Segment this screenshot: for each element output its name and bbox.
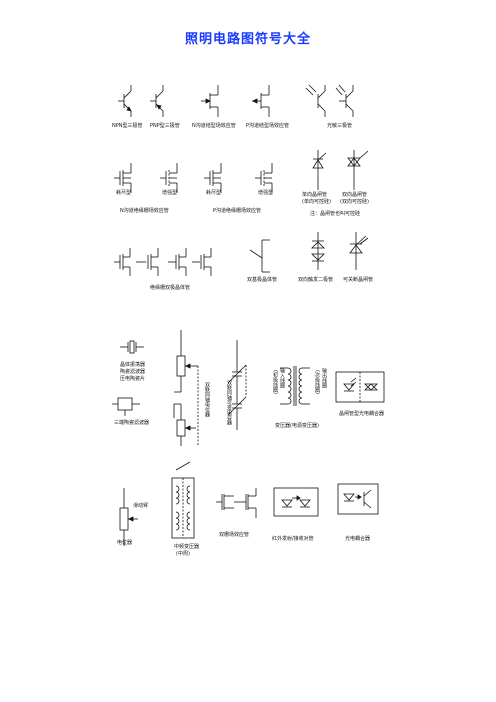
label-optocoupler: 晶闸管型光电耦合器 — [339, 411, 385, 417]
label-n-mos: N沟道绝缘栅场效应管 — [120, 208, 169, 214]
label-bidirectional-thyristor: 双向晶闸管 — [342, 192, 368, 198]
label-unidirectional-thyristor: 单向晶闸管 — [302, 192, 328, 198]
npn-transistor-symbol — [118, 85, 132, 117]
label-secondary: (次级线圈) — [314, 370, 320, 394]
photo-coupler-symbol — [337, 483, 379, 515]
thyristor-optocoupler-symbol — [335, 371, 385, 403]
dual-gate-mosfet-symbol — [216, 488, 257, 518]
label-dual-base: 双基极晶体管 — [247, 277, 278, 283]
label-if-note: (中周) — [176, 551, 190, 557]
label-p-mos: P沟道绝缘栅场效应管 — [213, 208, 262, 214]
label-primary: (初级线圈) — [272, 370, 278, 394]
label-pnp: PNP型三极管 — [150, 123, 180, 129]
bidirectional-diode-symbol — [311, 232, 325, 270]
dual-base-transistor-symbol — [249, 239, 270, 273]
label-ceramic-filter: 陶瓷滤波器 — [120, 369, 146, 375]
n-jfet-symbol — [201, 85, 219, 117]
label-p-jfet: P沟道结型场效应管 — [246, 123, 290, 129]
label-enhancement-2: 增强型 — [258, 190, 274, 196]
label-npn: NPN型三极管 — [112, 123, 143, 129]
label-coaxial-cap: 双联同轴可变电容器 — [226, 380, 232, 425]
if-transformer-symbol — [171, 461, 195, 539]
label-bidir-diode: 双向触发二极管 — [298, 277, 334, 283]
ir-pair-symbol — [273, 487, 319, 517]
page-title: 照明电路图符号大全 — [184, 32, 311, 47]
label-unidirectional-note: (单向可控硅) — [302, 199, 331, 205]
label-three-pin-filter: 三端陶瓷滤波器 — [114, 420, 150, 426]
label-dual-gate-mos: 双栅场效应管 — [219, 532, 250, 538]
label-bidirectional-note: (双向可控硅) — [340, 199, 369, 205]
label-gto: 可关断晶闸管 — [343, 277, 374, 283]
label-output-coil: 输出线圈 — [321, 368, 327, 388]
label-photo-transistor: 光敏三极管 — [327, 123, 353, 129]
label-crystal: 晶体振荡器 — [120, 362, 146, 368]
label-if-transformer: 中频变压器 — [174, 544, 200, 550]
three-pin-filter-symbol — [112, 397, 140, 416]
label-depletion: 耗尽型 — [116, 190, 132, 196]
crystal-symbol — [120, 340, 144, 354]
gto-thyristor-symbol — [349, 232, 369, 270]
photo-transistor-symbol — [305, 84, 354, 117]
label-input-coil: 输入线圈 — [279, 368, 285, 388]
label-ir-pair: 红外发射/接收对管 — [272, 536, 314, 542]
label-thyristor-note: 注：晶闸管也叫可控硅 — [310, 211, 361, 217]
label-enhancement: 增强型 — [162, 190, 178, 196]
thyristor-symbols — [312, 150, 369, 190]
label-depletion-2: 耗尽型 — [206, 190, 222, 196]
label-wiper: 滑动臂 — [133, 503, 149, 509]
label-igbt: 绝缘栅双极晶体管 — [150, 285, 191, 291]
pnp-transistor-symbol — [150, 85, 164, 117]
transformer-symbol — [280, 366, 310, 406]
label-potentiometer: 电位器 — [117, 540, 133, 546]
label-n-jfet: N沟道结型场效应管 — [192, 123, 236, 129]
label-transformer: 变压器(电源变压器) — [275, 423, 319, 429]
potentiometer-symbol — [119, 488, 138, 546]
adjustable-pot-symbol — [173, 330, 199, 446]
p-jfet-symbol — [252, 85, 270, 117]
mosfet-symbols — [114, 163, 273, 193]
coaxial-capacitor-symbol — [227, 340, 247, 430]
label-photo-coupler: 光电耦合器 — [345, 536, 371, 542]
label-ceramic-plate: 压电陶瓷片 — [120, 376, 146, 382]
label-coaxial-pot: 双联同轴电位器 — [204, 382, 210, 417]
igbt-symbols — [114, 248, 212, 276]
